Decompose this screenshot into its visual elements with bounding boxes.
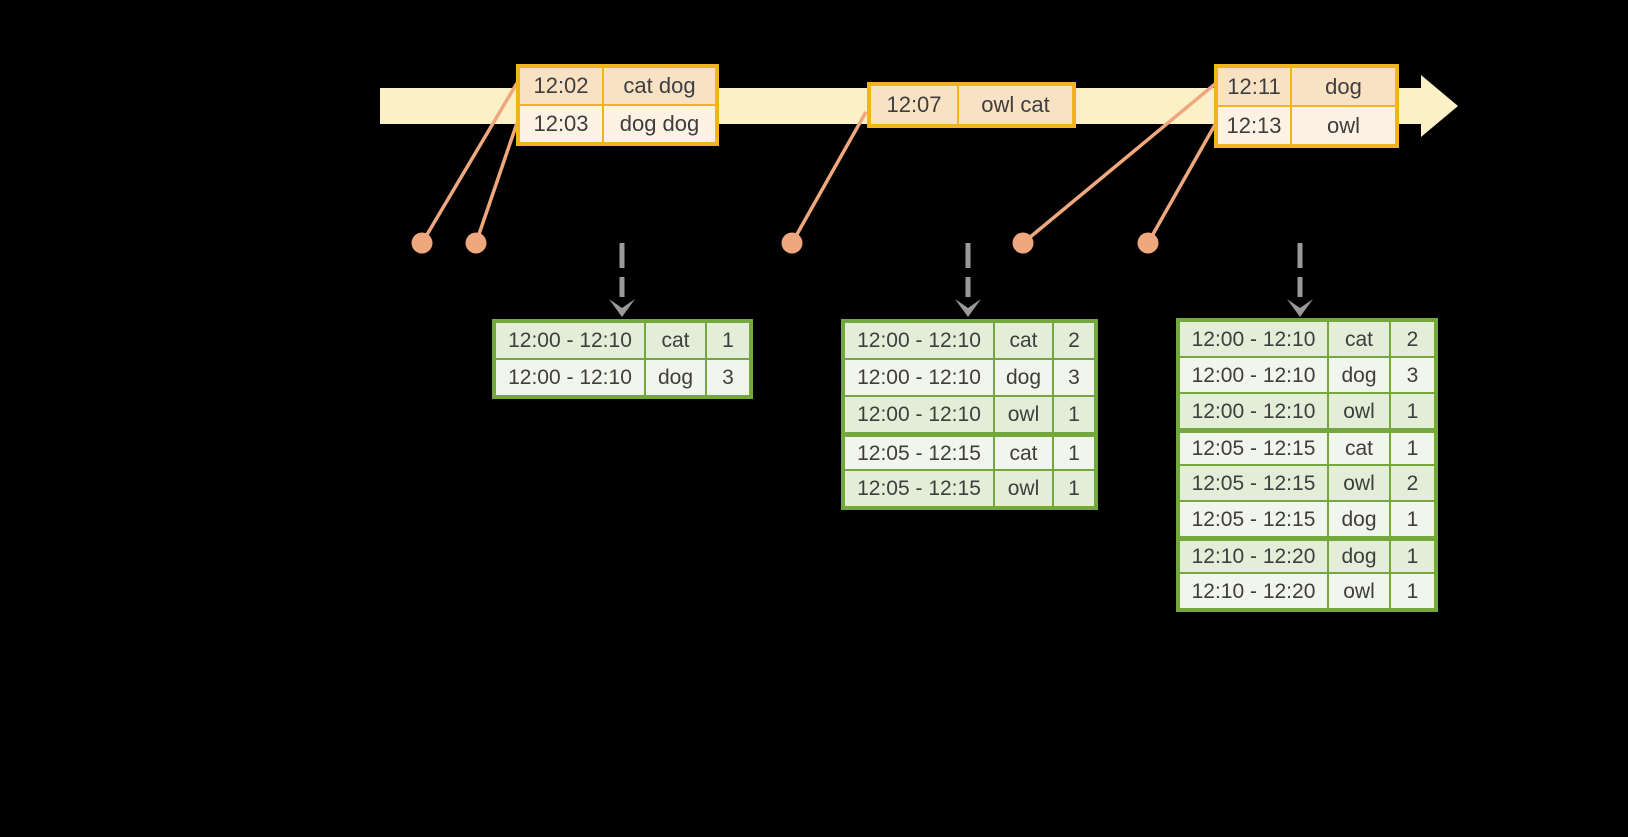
trigger-arrowhead-icon (955, 299, 981, 317)
event-connector-line (790, 111, 868, 244)
event-connector-line (1021, 82, 1217, 245)
event-connector-line (420, 82, 519, 244)
event-time-dot (411, 232, 433, 254)
event-time-dot (1137, 232, 1159, 254)
trigger-arrowhead-icon (1287, 299, 1313, 317)
event-time-dot (781, 232, 803, 254)
timeline-arrowhead-icon (1421, 75, 1458, 137)
trigger-arrowhead-icon (609, 299, 635, 317)
event-time-dot (465, 232, 487, 254)
event-connector-line (1146, 122, 1218, 244)
event-connector-line (474, 122, 519, 244)
event-time-dot (1012, 232, 1034, 254)
timeline-arrow-shaft (380, 88, 1421, 124)
